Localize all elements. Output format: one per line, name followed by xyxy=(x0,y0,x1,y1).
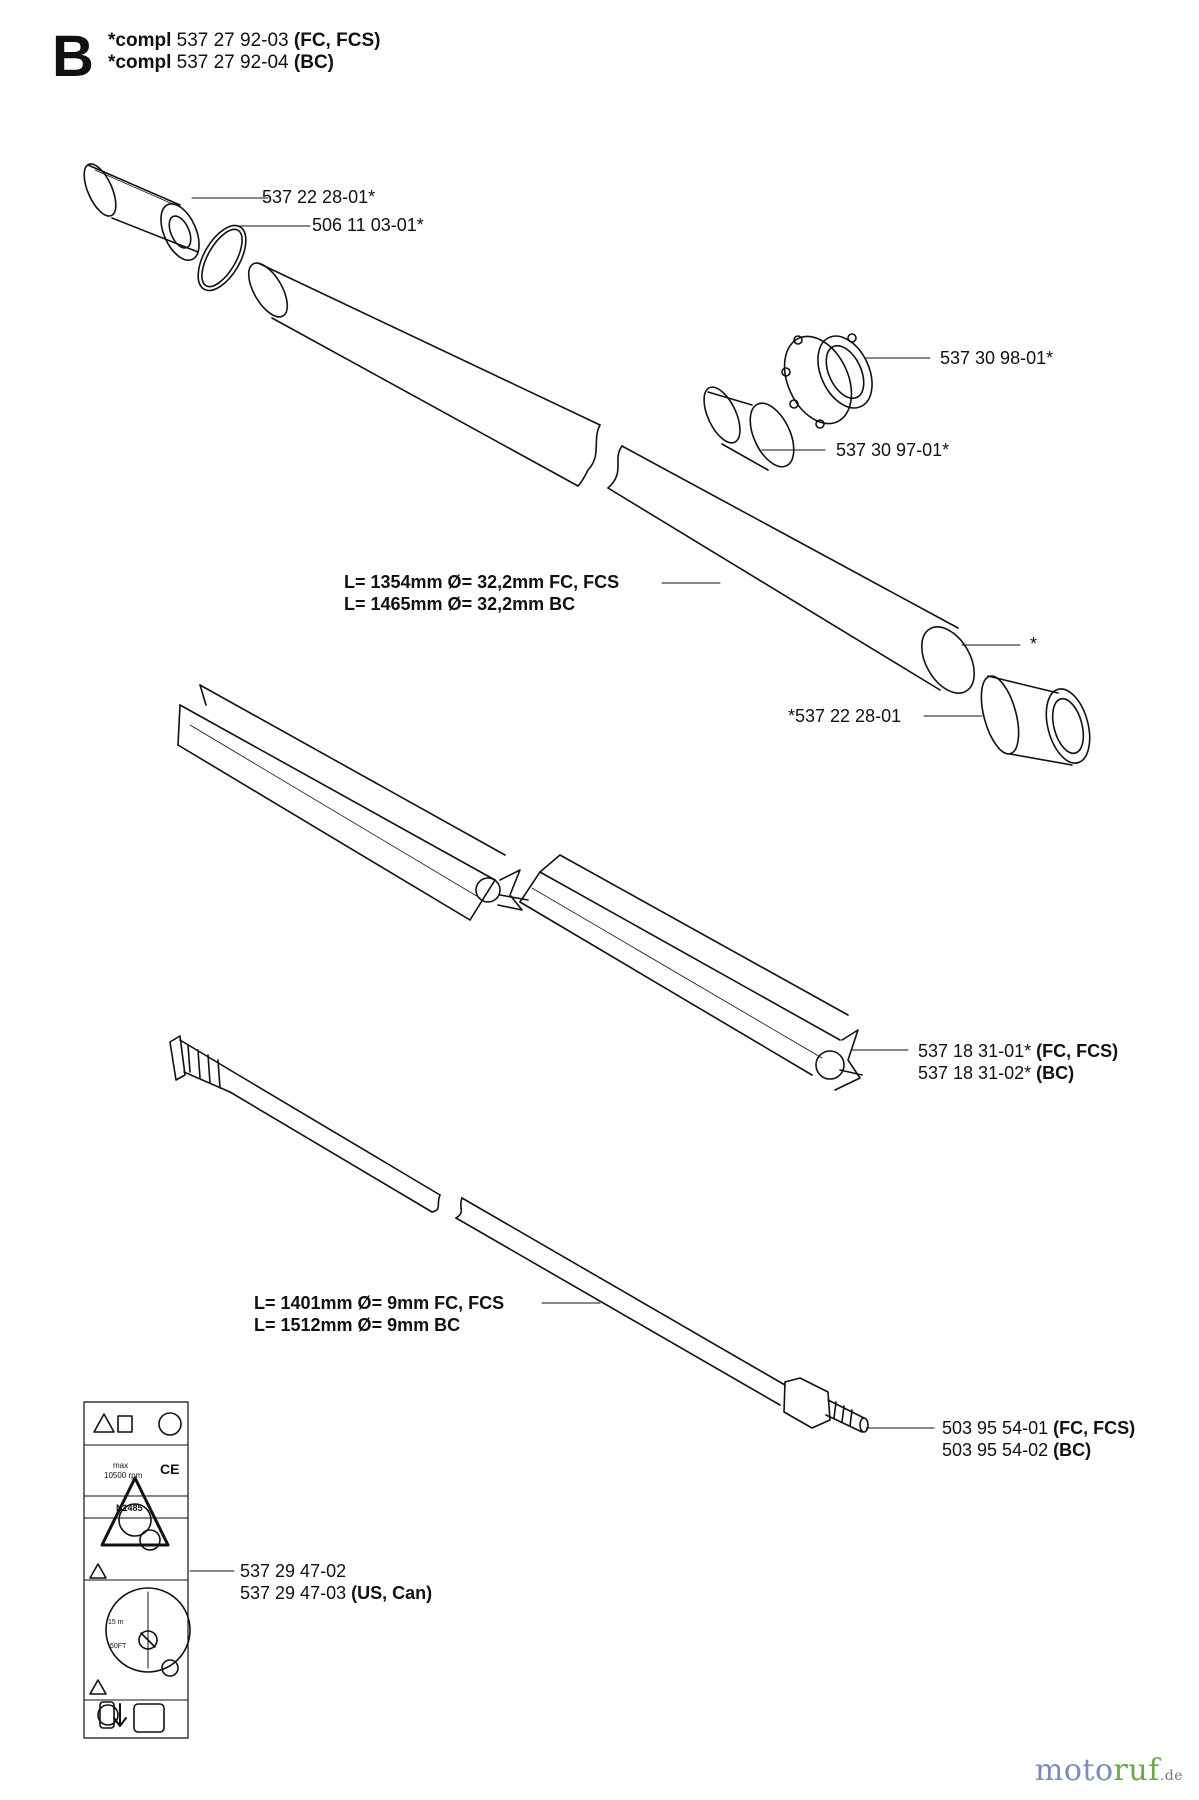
part-number: 537 18 31-02* xyxy=(918,1063,1037,1083)
part-variant: (US, Can) xyxy=(351,1583,433,1603)
end-cap-bottom xyxy=(980,675,1091,766)
compl-variant: (FC, FCS) xyxy=(293,30,381,51)
part-number: 537 18 31-01* xyxy=(918,1041,1037,1061)
drive-liner-upper xyxy=(177,684,529,921)
label-part-503-95-54: 503 95 54-01 (FC, FCS) 503 95 54-02 (BC) xyxy=(942,1417,1135,1461)
compl-number: 537 27 92-03 xyxy=(171,30,294,51)
compl-label: *compl xyxy=(108,30,172,51)
drive-liner-lower xyxy=(519,854,863,1091)
label-part-537-29-47: 537 29 47-02 537 29 47-03 (US, Can) xyxy=(240,1560,432,1604)
label-part-506-11-03-01: 506 11 03-01* xyxy=(312,215,424,235)
label-part-537-22-28-01: 537 22 28-01* xyxy=(262,187,376,207)
sleeve xyxy=(703,386,795,471)
part-variant: (FC, FCS) xyxy=(1036,1041,1119,1061)
tube-lower xyxy=(607,445,976,694)
compl-variant: (BC) xyxy=(293,52,335,73)
label-part-537-18-31: 537 18 31-01* (FC, FCS) 537 18 31-02* (B… xyxy=(918,1040,1118,1084)
tube-upper xyxy=(247,262,601,487)
header-line-1: *compl 537 27 92-03 (FC, FCS) xyxy=(108,30,380,52)
watermark-brand-a: moto xyxy=(1034,1753,1114,1788)
part-number: 537 29 47-03 xyxy=(240,1583,352,1603)
warning-decal xyxy=(83,1401,191,1739)
watermark-tld: .de xyxy=(1159,1768,1183,1784)
decal-rpm: 10500 rpm xyxy=(104,1471,143,1480)
part-variant: (BC) xyxy=(1036,1063,1075,1083)
label-part-537-30-97-01: 537 30 97-01* xyxy=(836,440,950,460)
decal-distance-m: 15 m xyxy=(108,1619,124,1626)
drive-shaft xyxy=(169,1035,869,1433)
label-tube-length-fc: L= 1354mm Ø= 32,2mm FC, FCS xyxy=(344,572,620,592)
compl-number: 537 27 92-04 xyxy=(171,52,294,73)
label-part-537-30-98-01: 537 30 98-01* xyxy=(940,348,1054,368)
part-number: 503 95 54-02 xyxy=(942,1440,1054,1460)
o-ring xyxy=(197,224,247,292)
watermark-logo: motoruf.de xyxy=(1035,1753,1183,1788)
part-number: 537 29 47-02 xyxy=(240,1561,347,1581)
label-shaft-length-bc: L= 1512mm Ø= 9mm BC xyxy=(254,1315,461,1335)
label-shaft-length-fc: L= 1401mm Ø= 9mm FC, FCS xyxy=(254,1293,505,1313)
section-letter: B xyxy=(52,24,94,89)
lock-nut xyxy=(781,333,873,429)
decal-standard: N1485 xyxy=(116,1503,143,1513)
part-variant: (FC, FCS) xyxy=(1053,1418,1136,1438)
end-cap-top xyxy=(83,163,200,261)
label-part-537-22-28-01-end: *537 22 28-01 xyxy=(788,706,902,726)
leader-lines xyxy=(189,197,1021,1572)
decal-max: max xyxy=(113,1461,128,1470)
watermark-brand-b: ruf xyxy=(1113,1753,1160,1788)
header-line-2: *compl 537 27 92-04 (BC) xyxy=(108,52,334,74)
part-variant: (BC) xyxy=(1053,1440,1092,1460)
label-tube-length-bc: L= 1465mm Ø= 32,2mm BC xyxy=(344,594,576,614)
label-star: * xyxy=(1030,634,1038,654)
decal-ce: CE xyxy=(160,1461,179,1477)
decal-distance-ft: 50FT xyxy=(110,1643,127,1650)
part-number: 503 95 54-01 xyxy=(942,1418,1054,1438)
compl-label: *compl xyxy=(108,52,172,73)
